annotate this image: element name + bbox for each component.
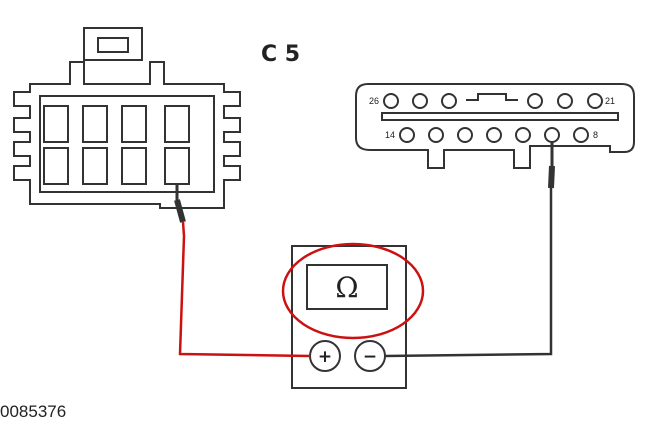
- highlight-circle: [281, 242, 425, 340]
- right-connector-key: [466, 93, 518, 101]
- pin-label-21: 21: [605, 96, 615, 106]
- multimeter: Ω + −: [291, 245, 407, 389]
- negative-test-lead: [384, 142, 555, 358]
- pin-label-14: 14: [385, 130, 395, 140]
- multimeter-display: [306, 264, 388, 310]
- pin: [399, 127, 415, 143]
- negative-terminal-symbol: −: [363, 347, 377, 367]
- terminal-slot: [82, 105, 108, 143]
- pin: [441, 93, 457, 109]
- right-connector-separator: [381, 112, 619, 121]
- terminal-slot: [121, 105, 147, 143]
- terminal-slot: [164, 147, 190, 185]
- pin: [428, 127, 444, 143]
- pin: [515, 127, 531, 143]
- negative-lead-probe-handle: [548, 165, 555, 189]
- pin: [573, 127, 589, 143]
- negative-lead-wire: [384, 188, 553, 358]
- pin-label-8: 8: [593, 130, 598, 140]
- left-connector-latch-slot: [97, 37, 129, 53]
- pin: [383, 93, 399, 109]
- pin: [486, 127, 502, 143]
- right-connector-pins: [383, 93, 603, 143]
- pin: [412, 93, 428, 109]
- positive-test-lead: [174, 184, 311, 358]
- pin-label-26: 26: [369, 96, 379, 106]
- pin: [457, 127, 473, 143]
- pin: [587, 93, 603, 109]
- connector-label: C 5: [261, 42, 300, 67]
- pin: [527, 93, 543, 109]
- pin: [544, 127, 560, 143]
- ohm-symbol: Ω: [335, 271, 358, 304]
- left-connector-terminals: [43, 105, 190, 185]
- reference-code: 0085376: [0, 402, 66, 421]
- positive-lead-wire: [178, 221, 311, 358]
- terminal-slot: [121, 147, 147, 185]
- positive-lead-probe-handle: [174, 199, 186, 223]
- terminal-slot: [82, 147, 108, 185]
- terminal-slot: [164, 105, 190, 143]
- terminal-slot: [43, 105, 69, 143]
- terminal-slot: [43, 147, 69, 185]
- pin: [557, 93, 573, 109]
- positive-terminal-symbol: +: [318, 347, 332, 367]
